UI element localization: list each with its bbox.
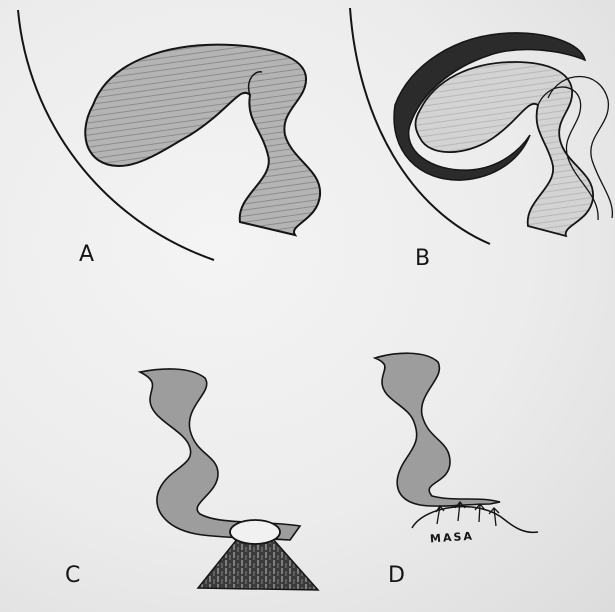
- panel-label-c: C: [65, 563, 81, 588]
- panel-c-cone: [198, 538, 318, 590]
- panel-label-a: A: [79, 242, 95, 267]
- panel-d-drawing: [375, 353, 538, 532]
- panel-c-drawing: [140, 369, 318, 590]
- panel-label-d: D: [388, 563, 406, 588]
- panel-d-shaded-body: [375, 353, 500, 506]
- panel-d-mass-arc: [412, 507, 538, 533]
- panel-c-shaded-body: [140, 369, 300, 540]
- panel-label-b: B: [415, 246, 431, 271]
- panel-b-drawing: [350, 8, 612, 244]
- panel-c-bubble: [230, 520, 280, 544]
- panel-a-drawing: [18, 10, 320, 260]
